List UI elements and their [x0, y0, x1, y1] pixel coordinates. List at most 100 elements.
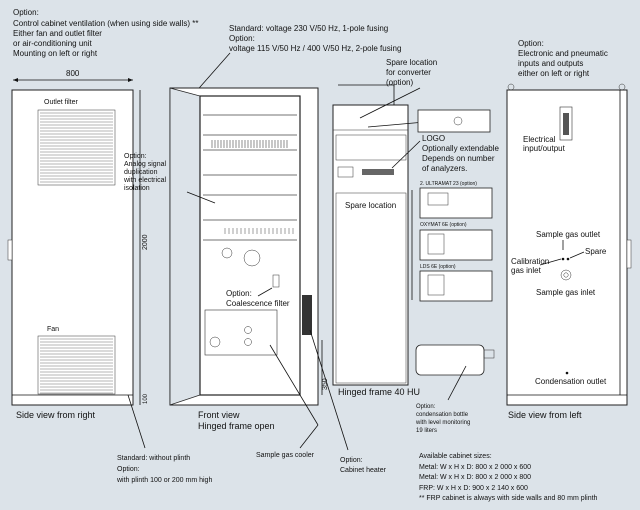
sample-gas-outlet-port	[561, 257, 565, 261]
side-right-caption: Side view from right	[16, 410, 96, 420]
analog-note: with electrical	[123, 177, 166, 184]
io-note: Electronic and pneumatic	[518, 49, 608, 58]
fan-grille	[37, 335, 116, 395]
note-line: Control cabinet ventilation (when using …	[13, 19, 198, 28]
note-line: Option:	[229, 34, 255, 43]
dimension-height: 2000	[142, 234, 149, 250]
size-line: FRP: W x H x D: 900 x 2 140 x 600	[419, 485, 528, 492]
coalescence-note: Coalescence filter	[226, 299, 290, 308]
open-door	[169, 87, 201, 406]
sample-gas-inlet-port-inner	[563, 272, 569, 278]
calibration-gas-label: gas inlet	[511, 266, 542, 275]
coalescence-note: Option:	[226, 289, 252, 298]
plinth-note: Standard: without plinth Option: with pl…	[116, 455, 212, 484]
side-view-left: Option: Electronic and pneumatic inputs …	[506, 39, 632, 420]
converter-note: (option)	[386, 78, 413, 87]
ultramat-module	[335, 134, 407, 161]
handle	[7, 239, 13, 261]
lifting-eye	[618, 83, 626, 91]
cooler-port	[244, 338, 252, 346]
logo-module	[337, 166, 354, 178]
bottle-note: Option:	[416, 404, 436, 410]
heater-note: Option:	[340, 457, 363, 464]
sample-gas-inlet-port	[560, 269, 572, 281]
condensation-outlet-port	[565, 371, 569, 375]
spare-location-box	[335, 192, 407, 384]
sample-gas-outlet-label: Sample gas outlet	[536, 230, 601, 239]
outlet-filter-label: Outlet filter	[44, 99, 79, 106]
sample-gas-cooler-label: Sample gas cooler	[256, 452, 315, 459]
bottle-note: 19 liters	[416, 428, 437, 434]
condensation-bottle	[415, 344, 485, 376]
rack-frame	[332, 104, 409, 386]
dimension-hinge: 350	[322, 378, 329, 390]
leader-line	[447, 365, 467, 401]
din-rails	[203, 114, 297, 241]
leader-line	[391, 140, 421, 169]
leader-line	[367, 121, 426, 128]
note-line: Either fan and outlet filter	[13, 29, 102, 38]
module-display	[427, 274, 445, 296]
note-line: Standard: without plinth	[117, 455, 190, 462]
cabinet-heater	[302, 295, 312, 335]
ventilation-note: Option: Control cabinet ventilation (whe…	[13, 8, 198, 58]
leader-line	[257, 287, 273, 297]
module-display	[427, 233, 445, 255]
oxymat-label: OXYMAT 6E (option)	[420, 222, 467, 228]
note-line: Mounting on left or right	[13, 49, 98, 58]
hinged-frame: Spare location Spare location for conver…	[332, 58, 499, 434]
cabinet-side-left	[506, 89, 628, 406]
bottle-note: condensation bottle	[416, 412, 469, 418]
logo-note: of analyzers.	[422, 164, 467, 173]
spare-port	[566, 257, 570, 261]
note-line: voltage 115 V/50 Hz / 400 V/50 Hz, 2-pol…	[229, 44, 401, 53]
dimension-plinth: 100	[143, 393, 149, 404]
leader-line	[269, 344, 319, 426]
hinged-frame-label: Hinged frame 40 HU	[338, 387, 420, 397]
calibration-gas-label: Calibration	[511, 257, 549, 266]
analog-note: Option:	[124, 153, 147, 160]
electrical-io-label: Electrical	[523, 135, 556, 144]
bottle-sensor	[483, 349, 495, 359]
io-note: inputs and outputs	[518, 59, 583, 68]
sample-gas-inlet-label: Sample gas inlet	[536, 288, 596, 297]
module-display	[427, 192, 449, 206]
pump	[243, 249, 261, 267]
grille-lines	[40, 338, 113, 394]
leader-line	[299, 424, 319, 449]
oxymat-6e-module	[419, 229, 493, 261]
leader-line	[539, 258, 562, 266]
cooler-port	[209, 336, 221, 348]
ultramat-23-module	[419, 187, 493, 219]
front-caption: Hinged frame open	[198, 421, 275, 431]
condensation-outlet-label: Condensation outlet	[535, 377, 607, 386]
leader-line	[359, 87, 421, 119]
note-line: Option:	[13, 8, 39, 17]
size-line: Metal: W x H x D: 800 x 2 000 x 800	[419, 474, 531, 481]
note-line: with plinth 100 or 200 mm high	[116, 477, 212, 484]
converter-note: Spare location	[386, 58, 437, 67]
electrical-io-label: input/output	[523, 144, 566, 153]
front-view: Option: Analog signal duplication with e…	[123, 87, 329, 431]
leader-line	[309, 329, 349, 451]
analog-note: duplication	[124, 169, 158, 176]
spare-location-label: Spare location	[345, 201, 396, 210]
heater-note: Cabinet heater	[340, 467, 387, 474]
analog-note: Analog signal	[124, 161, 166, 168]
size-line: Available cabinet sizes:	[419, 453, 492, 460]
outlet-filter-grille	[37, 109, 116, 186]
ultramat-label: 2. ULTRAMAT 23 (option)	[420, 181, 477, 187]
size-line: ** FRP cabinet is always with side walls…	[419, 495, 598, 502]
note-line: Option:	[117, 466, 140, 473]
lifting-eye	[507, 83, 515, 91]
sample-gas-cooler	[204, 309, 278, 356]
valve	[221, 247, 233, 259]
size-line: Metal: W x H x D: 800 x 2 000 x 600	[419, 464, 531, 471]
logo-note: LOGO	[422, 134, 445, 143]
converter-knob	[453, 116, 463, 126]
leader-line	[569, 251, 585, 259]
leader-line	[186, 191, 216, 204]
fan-label: Fan	[47, 326, 59, 333]
voltage-note: Standard: voltage 230 V/50 Hz, 1-pole fu…	[229, 24, 401, 53]
